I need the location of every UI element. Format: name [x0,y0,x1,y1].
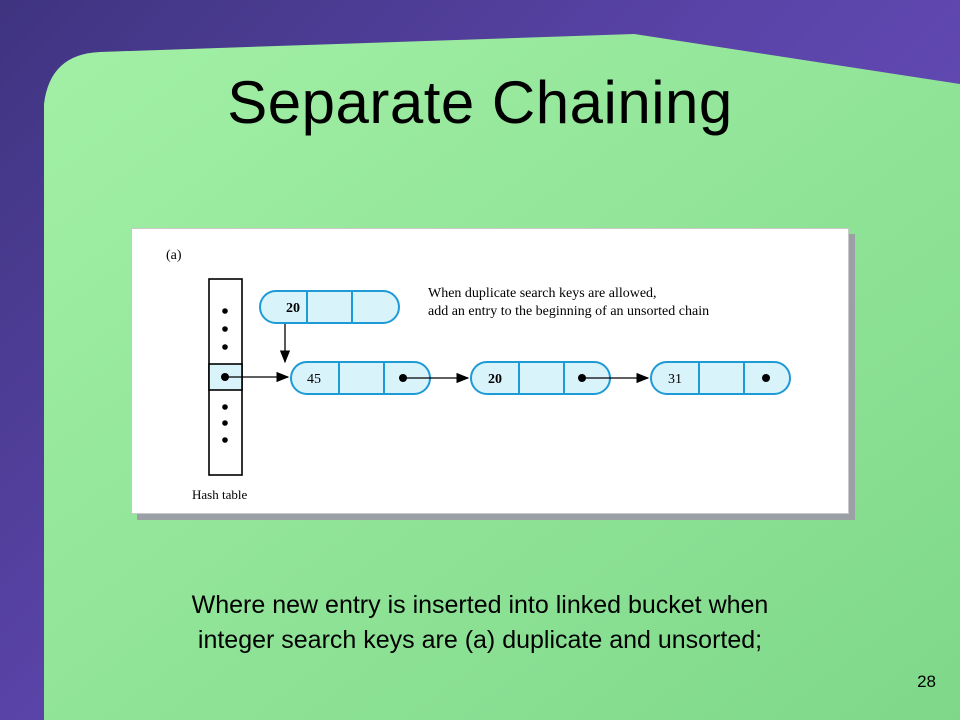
hash-table-diagram: (a) Hash table 20 When duplicate search … [166,248,791,502]
figure-label: (a) [166,248,182,263]
caption-line: integer search keys are (a) duplicate an… [197,626,763,654]
hash-table-ellipsis-top [222,308,228,350]
chain-node: 31 [650,361,791,395]
slide-caption: Where new entry is inserted into linked … [0,588,960,658]
chain-node: 45 [290,361,431,395]
new-node-key: 20 [286,301,300,316]
chain-node-key: 20 [488,372,502,387]
figure-panel: (a) Hash table 20 When duplicate search … [131,228,849,514]
note-line-1: When duplicate search keys are allowed, [428,286,657,301]
new-node: 20 [259,290,400,324]
chain-node: 20 [470,361,611,395]
chain-end-dot [762,374,770,382]
hash-table-label: Hash table [192,487,247,502]
caption-line: Where new entry is inserted into linked … [191,591,769,619]
page-number: 28 [917,672,936,691]
chain-node-key: 31 [668,372,682,387]
chain-node-key: 45 [307,372,321,387]
page-title: Separate Chaining [227,69,733,136]
hash-table-ellipsis-bottom [222,404,228,443]
note-line-2: add an entry to the beginning of an unso… [428,304,709,319]
